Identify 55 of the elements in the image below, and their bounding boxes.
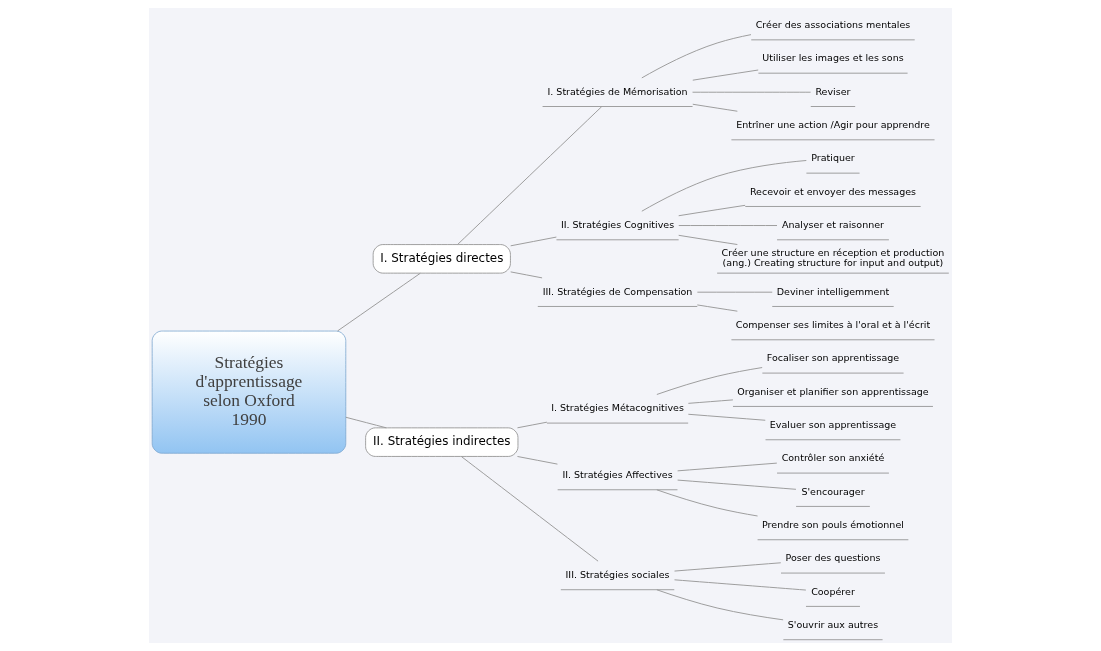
node-text: Contrôler son anxiété: [781, 452, 885, 464]
node-text: Prendre son pouls émotionnel: [762, 518, 904, 530]
node-text: Utiliser les images et les sons: [762, 52, 904, 64]
connector: [337, 272, 421, 332]
node-text: III. Stratégies de Compensation: [542, 285, 693, 297]
connector: [678, 225, 778, 226]
node-text: Organiser et planifier son apprentissage: [737, 385, 929, 397]
node-box: II. Stratégies indirectes: [365, 427, 519, 457]
connector: [696, 291, 773, 293]
connector: [678, 204, 746, 217]
connector: [656, 489, 759, 517]
node-text: S'ouvrir aux autres: [787, 618, 879, 630]
node-text: I. Stratégies de Mémorisation: [547, 85, 688, 97]
node-box: I. Stratégies directes: [372, 244, 511, 274]
connector: [461, 456, 599, 562]
node-text: Entrîner une action /Agir pour apprendre: [736, 119, 930, 130]
node-text: Créer des associations mentales: [755, 19, 911, 31]
connector: [692, 69, 759, 81]
connector: [656, 367, 763, 395]
connector: [510, 271, 543, 279]
connector: [687, 399, 734, 404]
connector: [457, 106, 603, 245]
node-text: Focaliser son apprentissage: [766, 352, 900, 364]
connector: [641, 34, 752, 79]
node-text: Compenser ses limites à l'oral et à l'écrit: [735, 318, 931, 330]
connector: [674, 562, 782, 572]
connector: [696, 304, 738, 312]
node-text: S'encourager: [801, 485, 865, 497]
node-text: Recevoir et envoyer des messages: [749, 185, 917, 197]
node-text: II. Stratégies Cognitives: [560, 218, 675, 230]
connector: [692, 103, 738, 112]
connector: [692, 91, 812, 93]
connector: [510, 236, 557, 247]
node-text: III. Stratégies sociales: [565, 568, 670, 580]
connector: [345, 416, 387, 429]
node-text: Deviner intelligemment: [776, 285, 890, 297]
connector: [641, 160, 807, 212]
node-text: I. Stratégies Métacognitives: [551, 402, 684, 414]
node-text: Reviser: [815, 85, 851, 97]
connector: [517, 421, 548, 429]
connector: [656, 589, 784, 621]
node-text: Coopérer: [811, 585, 855, 597]
node-text: Créer une structure en réception et production (ang.) Creating structure for input and output): [721, 247, 945, 269]
node-text: Pratiquer: [811, 152, 855, 164]
connector: [674, 579, 807, 591]
connector: [677, 479, 797, 490]
node-text: II. Stratégies Affectives: [562, 468, 673, 480]
connector: [687, 413, 766, 421]
connector: [677, 462, 778, 472]
node-box: Stratégies d'apprentissage selon Oxford 1990: [151, 330, 347, 454]
connector: [678, 234, 738, 245]
connector: [517, 456, 558, 465]
node-text: Analyser et raisonner: [781, 218, 884, 230]
node-text: Evaluer son apprentissage: [769, 418, 897, 430]
node-text: Poser des questions: [785, 552, 881, 564]
